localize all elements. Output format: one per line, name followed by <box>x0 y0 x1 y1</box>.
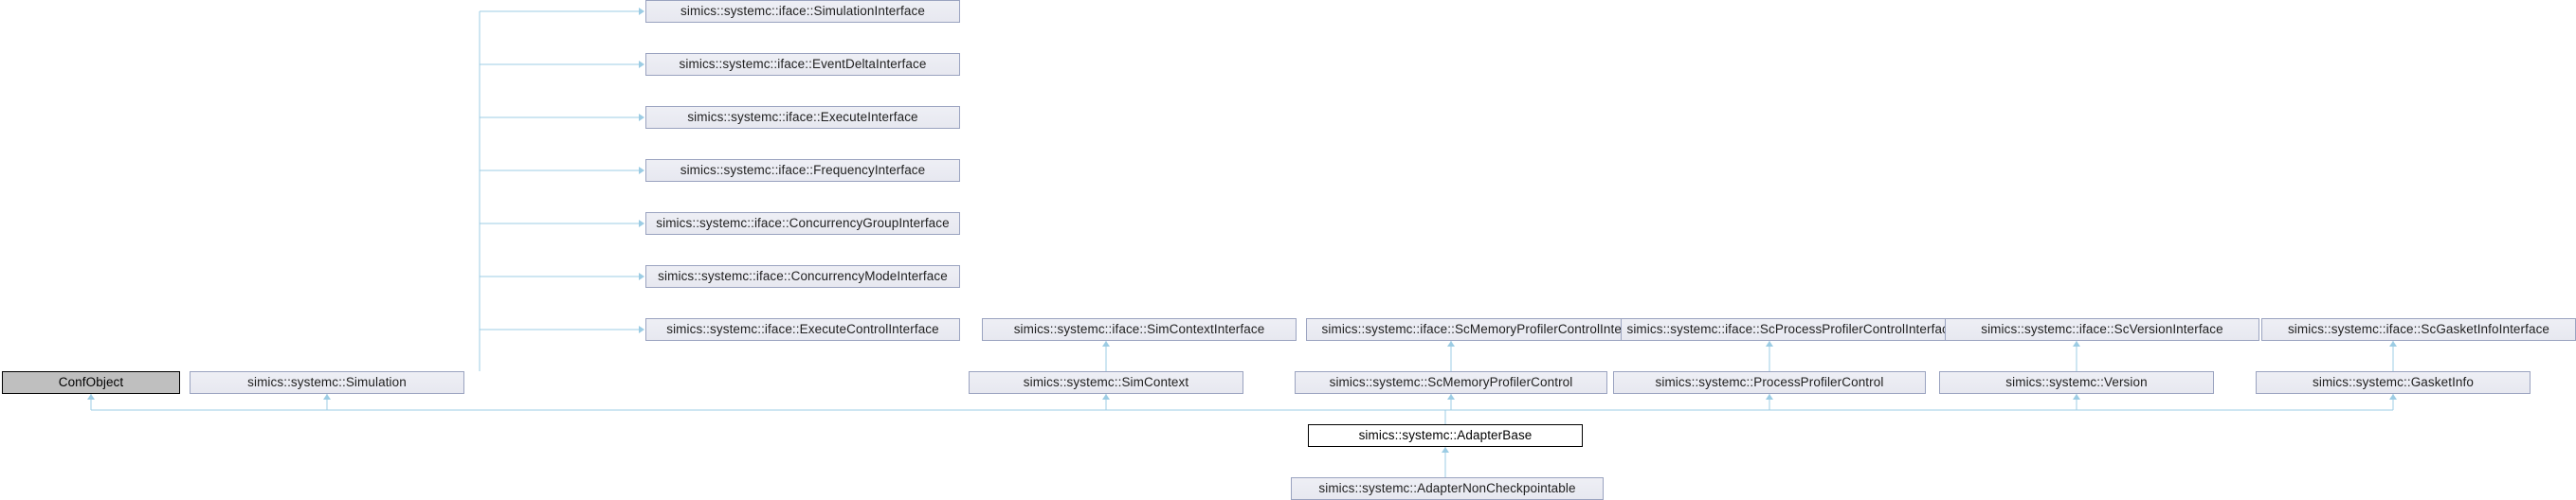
node-label: ConfObject <box>58 375 124 389</box>
node-label: simics::systemc::iface::FrequencyInterfa… <box>680 163 926 177</box>
node-concurrency-mode-interface[interactable]: simics::systemc::iface::ConcurrencyModeI… <box>645 265 960 288</box>
node-execute-interface[interactable]: simics::systemc::iface::ExecuteInterface <box>645 106 960 129</box>
node-label: simics::systemc::iface::SimulationInterf… <box>680 4 925 18</box>
node-label: simics::systemc::iface::SimContextInterf… <box>1013 322 1265 336</box>
node-version[interactable]: simics::systemc::Version <box>1939 371 2214 394</box>
node-label: simics::systemc::iface::ScMemoryProfiler… <box>1321 322 1651 336</box>
node-label: simics::systemc::iface::ConcurrencyGroup… <box>656 216 950 230</box>
node-label: simics::systemc::ScMemoryProfilerControl <box>1329 375 1573 389</box>
node-sim-context[interactable]: simics::systemc::SimContext <box>969 371 1243 394</box>
node-label: simics::systemc::iface::ScVersionInterfa… <box>1981 322 2223 336</box>
node-sc-memory-profiler-control[interactable]: simics::systemc::ScMemoryProfilerControl <box>1295 371 1607 394</box>
node-label: simics::systemc::SimContext <box>1023 375 1189 389</box>
node-label: simics::systemc::Version <box>2005 375 2148 389</box>
node-event-delta-interface[interactable]: simics::systemc::iface::EventDeltaInterf… <box>645 53 960 76</box>
node-sc-memory-profiler-control-interface[interactable]: simics::systemc::iface::ScMemoryProfiler… <box>1306 318 1666 341</box>
node-gasket-info[interactable]: simics::systemc::GasketInfo <box>2256 371 2531 394</box>
node-execute-control-interface[interactable]: simics::systemc::iface::ExecuteControlIn… <box>645 318 960 341</box>
node-label: simics::systemc::iface::ScGasketInfoInte… <box>2287 322 2550 336</box>
node-label: simics::systemc::iface::ConcurrencyModeI… <box>658 269 948 283</box>
node-adapter-base[interactable]: simics::systemc::AdapterBase <box>1308 424 1583 447</box>
node-sim-context-interface[interactable]: simics::systemc::iface::SimContextInterf… <box>982 318 1297 341</box>
node-label: simics::systemc::GasketInfo <box>2313 375 2474 389</box>
node-conf-object: ConfObject <box>2 371 180 394</box>
node-label: simics::systemc::ProcessProfilerControl <box>1655 375 1884 389</box>
node-sc-gasket-info-interface[interactable]: simics::systemc::iface::ScGasketInfoInte… <box>2261 318 2576 341</box>
node-sc-version-interface[interactable]: simics::systemc::iface::ScVersionInterfa… <box>1945 318 2259 341</box>
node-label: simics::systemc::iface::ExecuteControlIn… <box>666 322 939 336</box>
node-label: simics::systemc::iface::ScProcessProfile… <box>1626 322 1956 336</box>
node-label: simics::systemc::iface::EventDeltaInterf… <box>679 57 927 71</box>
node-sc-process-profiler-control-interface[interactable]: simics::systemc::iface::ScProcessProfile… <box>1621 318 1962 341</box>
node-simulation-interface[interactable]: simics::systemc::iface::SimulationInterf… <box>645 0 960 23</box>
node-label: simics::systemc::iface::ExecuteInterface <box>687 110 918 124</box>
node-concurrency-group-interface[interactable]: simics::systemc::iface::ConcurrencyGroup… <box>645 212 960 235</box>
node-process-profiler-control[interactable]: simics::systemc::ProcessProfilerControl <box>1613 371 1926 394</box>
node-label: simics::systemc::Simulation <box>247 375 407 389</box>
node-label: simics::systemc::AdapterBase <box>1358 428 1533 442</box>
node-simulation[interactable]: simics::systemc::Simulation <box>190 371 464 394</box>
node-adapter-non-checkpointable[interactable]: simics::systemc::AdapterNonCheckpointabl… <box>1291 477 1604 500</box>
node-frequency-interface[interactable]: simics::systemc::iface::FrequencyInterfa… <box>645 159 960 182</box>
node-label: simics::systemc::AdapterNonCheckpointabl… <box>1318 481 1576 495</box>
